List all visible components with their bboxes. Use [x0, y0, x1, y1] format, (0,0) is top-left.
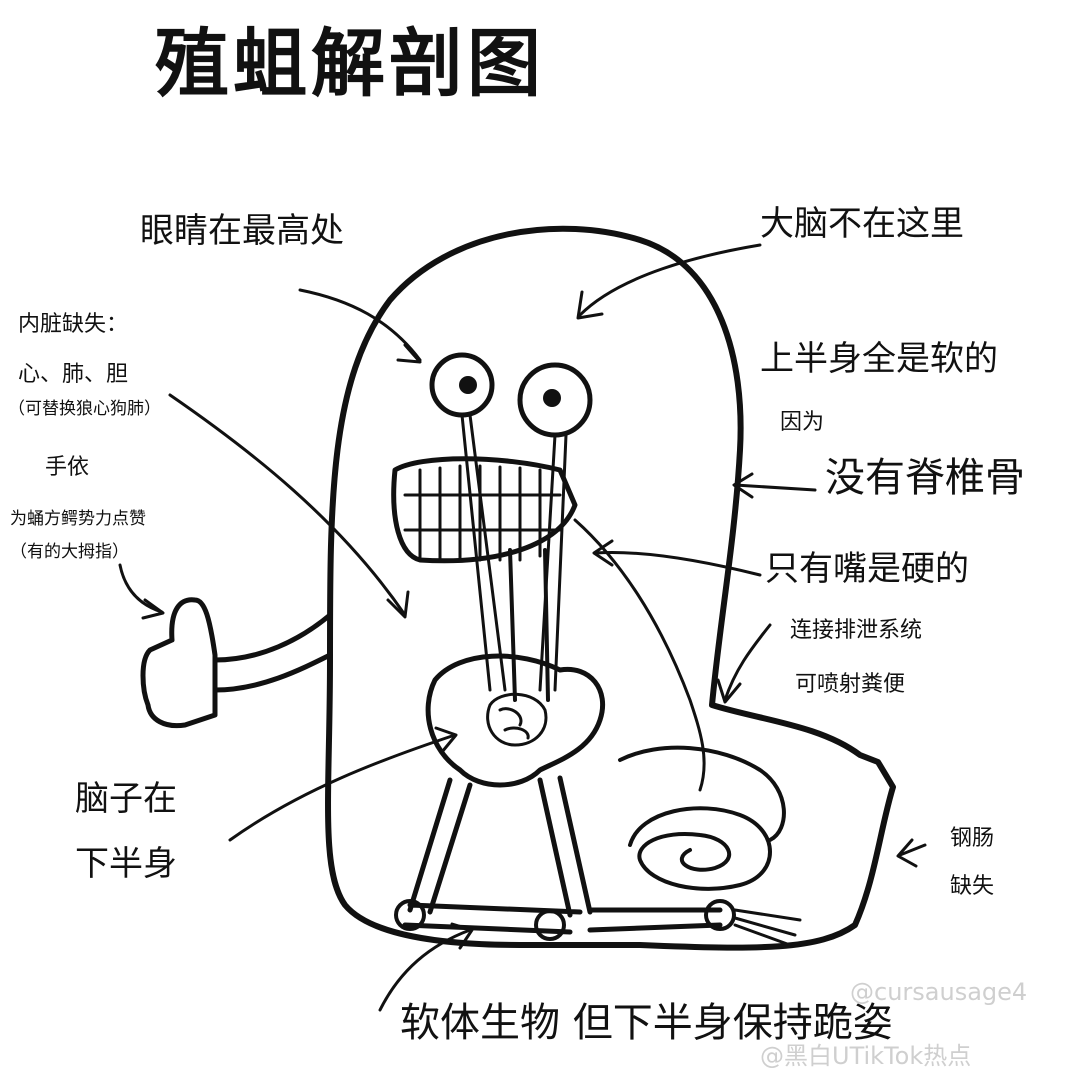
label-no-spine: 没有脊椎骨	[825, 455, 1025, 501]
label-spray: 可喷射粪便	[795, 672, 906, 697]
label-brain-lower-2: 下半身	[75, 844, 177, 884]
label-hand-note: 为蛹方鳄势力点赞	[10, 509, 146, 529]
page-title: 殖蛆解剖图	[155, 21, 545, 107]
label-because: 因为	[780, 410, 825, 435]
pelvis	[425, 653, 606, 788]
label-intestine-2: 缺失	[950, 874, 995, 899]
arrow-eyes	[298, 288, 422, 362]
label-excretion: 连接排泄系统	[790, 618, 923, 643]
arrow-thumb	[118, 563, 164, 614]
body-outline	[325, 225, 896, 951]
arrow-mouth	[593, 551, 762, 577]
jaw	[391, 456, 578, 564]
label-organs-list: 心、肺、胆	[18, 362, 129, 387]
small-brain	[486, 692, 548, 747]
label-mouth-hard: 只有嘴是硬的	[765, 549, 969, 589]
arrow-brain-lower	[228, 733, 457, 842]
watermark-brand: @黑白UTikTok热点	[760, 1042, 972, 1070]
label-eyes: 眼睛在最高处	[140, 211, 344, 251]
label-hand: 手依	[45, 455, 90, 480]
arrow-brain	[578, 243, 762, 317]
label-hand-note2: （有的大拇指）	[10, 542, 129, 562]
label-intestine-1: 钢肠	[950, 826, 995, 851]
arrow-spine	[733, 483, 817, 492]
arrow-bottom	[378, 928, 472, 1012]
arrow-organs	[168, 393, 407, 617]
arm	[212, 612, 333, 693]
arrow-intestine	[898, 843, 927, 857]
label-organs-missing: 内脏缺失：	[18, 312, 129, 337]
label-brain-lower-1: 脑子在	[75, 779, 177, 819]
intestine-coil	[628, 806, 772, 891]
legs	[402, 775, 723, 935]
label-bottom: 软体生物 但下半身保持跪姿	[400, 1000, 893, 1046]
label-brain-not-here: 大脑不在这里	[760, 204, 964, 244]
label-upper-soft: 上半身全是软的	[760, 339, 998, 379]
thumb-hand	[140, 597, 218, 729]
label-organs-note: （可替换狼心狗肺）	[8, 399, 161, 419]
watermark-handle: @cursausage4	[850, 978, 1028, 1006]
arrow-excretion	[723, 623, 772, 702]
